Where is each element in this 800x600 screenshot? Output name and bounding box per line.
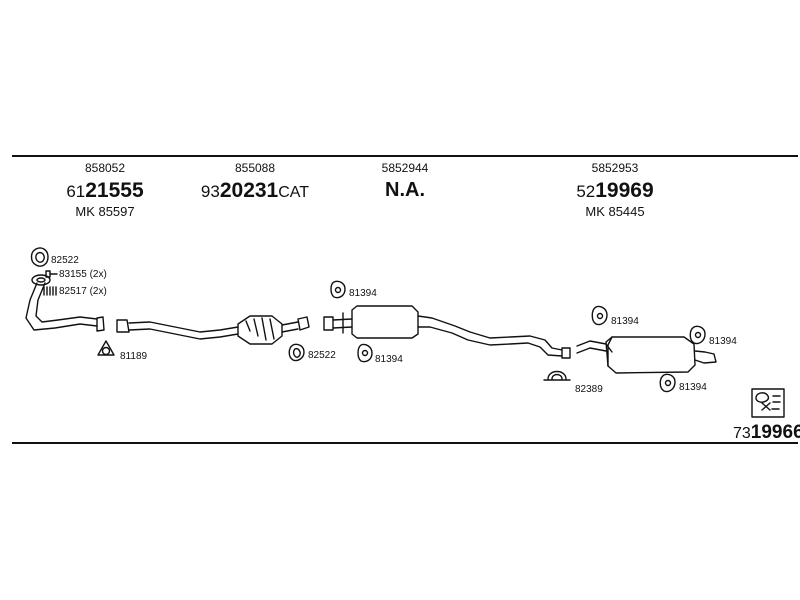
- part-prefix: 52: [576, 182, 596, 201]
- part-main: 19969: [595, 179, 654, 202]
- part-number: 9320231CAT: [185, 180, 325, 201]
- part-label-81394: 81394: [679, 382, 707, 393]
- part-number: 5219969: [555, 180, 675, 201]
- spring-icon: [43, 286, 57, 296]
- catalytic-converter-drawing: [116, 315, 310, 345]
- part-prefix: 61: [66, 182, 86, 201]
- hanger-icon: [591, 305, 608, 326]
- gasket-icon: [30, 247, 49, 267]
- bottom-divider-line: [12, 442, 798, 444]
- header-middle-silencer: 5852944 N.A.: [355, 162, 455, 200]
- oe-number: 5852953: [591, 161, 639, 175]
- gasket-icon: [288, 343, 305, 362]
- oe-number: 858052: [84, 161, 126, 175]
- hanger-icon: [689, 325, 706, 345]
- part-label-81394: 81394: [611, 316, 639, 327]
- reference-icon: [751, 388, 785, 418]
- part-number: 6121555: [55, 180, 155, 201]
- mounting-kit-number: MK 85597: [75, 204, 135, 219]
- header-catalytic-converter: 855088 9320231CAT: [185, 162, 325, 201]
- header-front-pipe: 858052 6121555 MK 85597: [55, 162, 155, 218]
- part-main: N.A.: [385, 179, 425, 201]
- part-label-82517: 82517 (2x): [59, 286, 107, 297]
- gasket-icon: [97, 340, 115, 356]
- reference-main: 19966: [751, 422, 800, 443]
- middle-silencer-drawing: [323, 305, 571, 359]
- reference-number: 7319966: [733, 422, 800, 443]
- part-main: 21555: [85, 179, 144, 202]
- part-label-82522: 82522: [51, 255, 79, 266]
- part-label-81394: 81394: [375, 354, 403, 365]
- rear-silencer-drawing: [576, 336, 717, 374]
- oe-number: 855088: [234, 161, 276, 175]
- hanger-icon: [330, 280, 346, 299]
- part-label-82522: 82522: [308, 350, 336, 361]
- mounting-kit-number: MK 85445: [585, 204, 645, 219]
- top-divider-line: [12, 155, 798, 157]
- reference-prefix: 73: [733, 425, 751, 442]
- front-pipe-drawing: [25, 274, 105, 332]
- clamp-icon: [543, 370, 571, 381]
- part-label-81189: 81189: [120, 351, 148, 362]
- hanger-icon: [659, 373, 676, 393]
- part-suffix: CAT: [278, 184, 310, 201]
- hanger-icon: [357, 343, 373, 363]
- part-label-81394: 81394: [349, 288, 377, 299]
- part-label-82389: 82389: [575, 384, 603, 395]
- part-main: 20231: [219, 179, 279, 202]
- oe-number: 5852944: [381, 161, 429, 175]
- part-label-83155: 83155 (2x): [59, 269, 107, 280]
- part-number: N.A.: [355, 180, 455, 200]
- part-prefix: 93: [200, 182, 220, 201]
- bolt-icon: [45, 270, 58, 278]
- part-label-81394: 81394: [709, 336, 737, 347]
- header-rear-silencer: 5852953 5219969 MK 85445: [555, 162, 675, 218]
